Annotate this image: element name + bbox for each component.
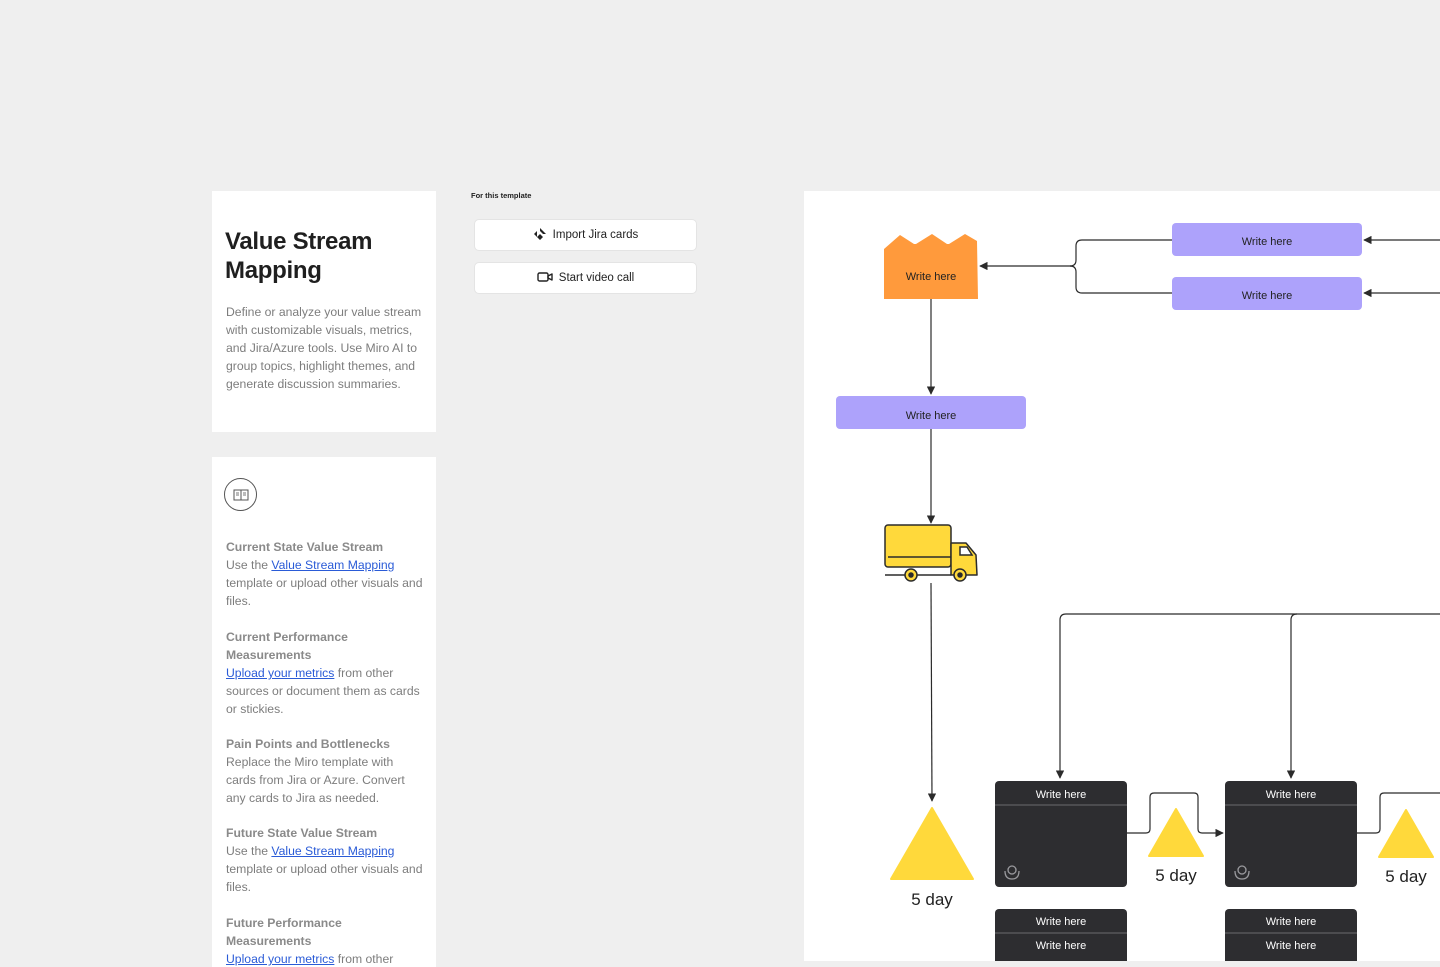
connector-arrow (1055, 613, 1067, 779)
factory-icon[interactable]: Write here (884, 234, 978, 299)
process-1-data-row-2: Write here (1036, 940, 1087, 952)
process-1-data-row-1: Write here (1036, 916, 1087, 928)
supplier-box-2[interactable]: Write here (1172, 277, 1362, 310)
import-jira-cards-label: Import Jira cards (552, 229, 639, 241)
truck-icon[interactable] (884, 524, 978, 582)
guide-section-title: Current State Value Stream (226, 540, 384, 554)
operator-icon (1234, 865, 1250, 880)
guide-section-current-state: Current State Value Stream Use the Value… (226, 538, 426, 610)
jira-icon (533, 227, 547, 244)
value-stream-mapping-link[interactable]: Value Stream Mapping (271, 844, 395, 858)
video-camera-icon (537, 271, 553, 286)
import-jira-cards-button[interactable]: Import Jira cards (474, 219, 697, 251)
connector-bracket (1069, 265, 1172, 294)
factory-label: Write here (906, 271, 957, 283)
template-title: Value Stream Mapping (225, 228, 373, 284)
guide-section-text: from other (334, 952, 394, 966)
operator-icon (1004, 865, 1020, 880)
upload-metrics-link[interactable]: Upload your metrics (226, 666, 335, 680)
guide-section-text: Use the (226, 558, 272, 572)
process-1-data-box[interactable]: Write here Write here (995, 909, 1127, 961)
guide-section-pain-points: Pain Points and Bottlenecks Replace the … (226, 735, 426, 807)
process-2-data-row-1: Write here (1266, 916, 1317, 928)
value-stream-mapping-link[interactable]: Value Stream Mapping (271, 558, 395, 572)
guide-section-text: from other sources or document them as c… (226, 666, 420, 716)
process-2-data-box[interactable]: Write here Write here (1225, 909, 1357, 961)
book-icon (224, 478, 257, 511)
process-2-data-row-2: Write here (1266, 940, 1317, 952)
guide-section-text: Use the (226, 844, 272, 858)
guide-section-title: Future State Value Stream (226, 826, 378, 840)
supplier-box-1-label: Write here (1242, 236, 1293, 248)
process-2-title: Write here (1266, 789, 1317, 801)
template-guide-card: Current State Value Stream Use the Value… (212, 457, 436, 967)
supplier-box-1[interactable]: Write here (1172, 223, 1362, 256)
connector-arrow (1286, 613, 1298, 779)
info-box-label: Write here (906, 410, 957, 422)
guide-section-future-state: Future State Value Stream Use the Value … (226, 824, 426, 896)
template-description: Define or analyze your value stream with… (226, 305, 422, 391)
guide-section-title: Current Performance Measurements (226, 630, 348, 662)
info-box[interactable]: Write here (836, 396, 1026, 429)
process-box-2[interactable]: Write here (1225, 781, 1357, 887)
guide-section-text: template or upload other visuals and fil… (226, 576, 423, 608)
inventory-triangle-2[interactable]: 5 day (1148, 808, 1204, 885)
inventory-triangle-1[interactable]: 5 day (890, 807, 974, 909)
connectors (926, 235, 1440, 838)
guide-section-title: Pain Points and Bottlenecks (226, 737, 390, 751)
inventory-1-label: 5 day (911, 890, 953, 909)
guide-section-future-performance: Future Performance Measurements Upload y… (226, 914, 426, 967)
guide-section-text: template or upload other visuals and fil… (226, 862, 423, 894)
upload-metrics-link[interactable]: Upload your metrics (226, 952, 335, 966)
connector-arrow (1127, 792, 1224, 838)
value-stream-board[interactable]: Write here Write here Write here Write h… (804, 191, 1440, 961)
process-1-title: Write here (1036, 789, 1087, 801)
guide-section-title: Future Performance Measurements (226, 916, 342, 948)
connector-arrow (927, 582, 937, 802)
start-video-call-label: Start video call (558, 272, 635, 284)
inventory-triangle-3[interactable]: 5 day (1378, 809, 1434, 886)
guide-section-current-performance: Current Performance Measurements Upload … (226, 628, 426, 718)
template-intro-card: Value Stream Mapping Define or analyze y… (212, 191, 436, 432)
inventory-2-label: 5 day (1155, 866, 1197, 885)
connector-line (1357, 792, 1440, 834)
supplier-box-2-label: Write here (1242, 290, 1293, 302)
process-box-1[interactable]: Write here (995, 781, 1127, 887)
inventory-3-label: 5 day (1385, 867, 1427, 886)
connector-bracket (1069, 239, 1172, 267)
template-actions-label: For this template (471, 191, 532, 200)
start-video-call-button[interactable]: Start video call (474, 262, 697, 294)
guide-section-text: Replace the Miro template with cards fro… (226, 755, 405, 805)
